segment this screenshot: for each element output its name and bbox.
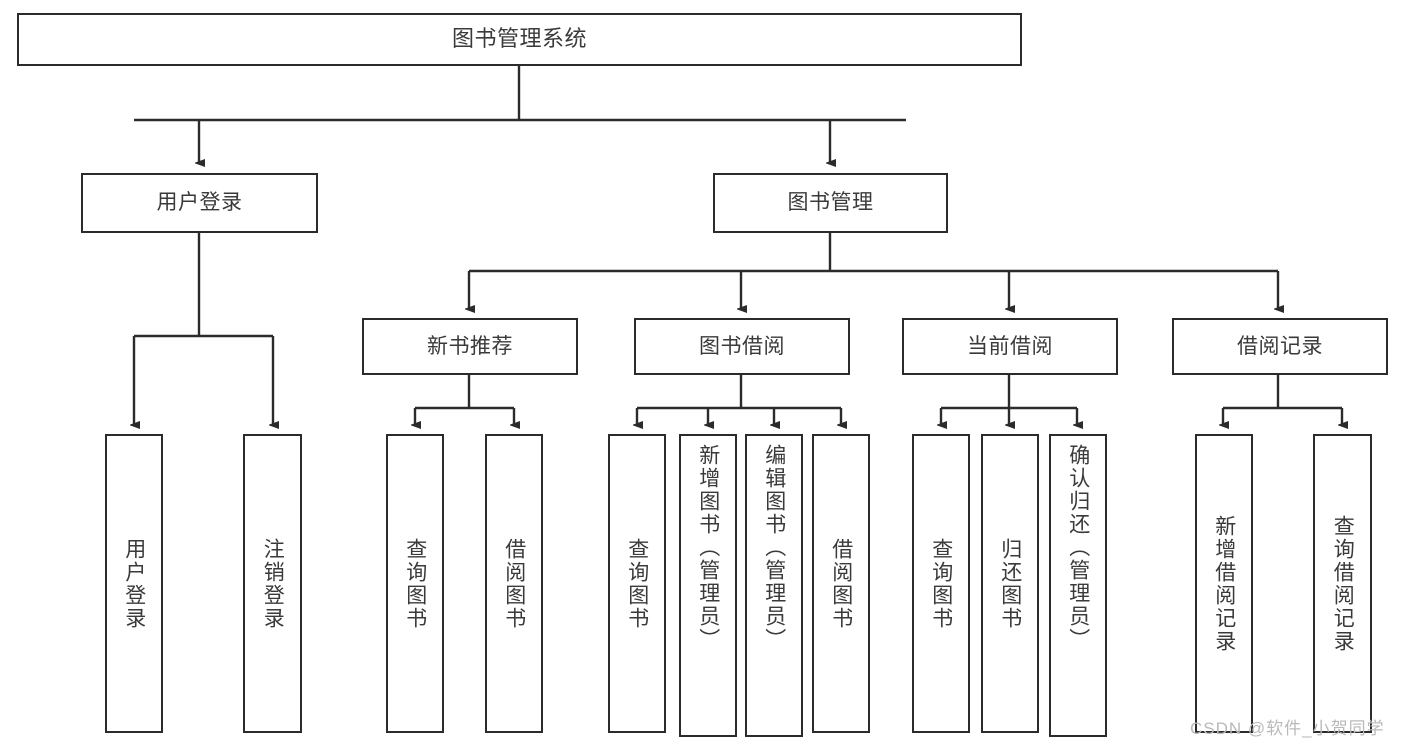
node-label: 图书借阅 [699, 334, 785, 358]
leaf-current-confirm-return-admin[interactable]: 确认归还（管理员） [1049, 434, 1107, 737]
node-label: 归还图书 [998, 537, 1022, 630]
node-label: 借阅记录 [1237, 334, 1323, 358]
node-borrow-record[interactable]: 借阅记录 [1172, 318, 1388, 375]
node-book-management[interactable]: 图书管理 [713, 173, 948, 233]
node-label: 借阅图书 [502, 537, 526, 630]
node-label: 查询图书 [403, 537, 427, 630]
node-label: 查询借阅记录 [1331, 514, 1355, 653]
leaf-borrow-borrow-book[interactable]: 借阅图书 [812, 434, 870, 733]
leaf-new-book-borrow-book[interactable]: 借阅图书 [485, 434, 543, 733]
leaf-current-return-book[interactable]: 归还图书 [981, 434, 1039, 733]
node-label: 用户登录 [122, 537, 146, 630]
node-label: 确认归还（管理员） [1066, 444, 1090, 651]
node-book-borrow[interactable]: 图书借阅 [634, 318, 850, 375]
leaf-record-add-record[interactable]: 新增借阅记录 [1195, 434, 1253, 733]
leaf-user-login-logout[interactable]: 注销登录 [243, 434, 302, 733]
node-label: 图书管理系统 [451, 26, 587, 52]
leaf-borrow-add-book-admin[interactable]: 新增图书（管理员） [679, 434, 737, 737]
node-label: 图书管理 [787, 191, 874, 215]
node-label: 注销登录 [261, 537, 285, 630]
leaf-user-login-login[interactable]: 用户登录 [105, 434, 163, 733]
node-label: 新增借阅记录 [1212, 514, 1236, 653]
leaf-borrow-query-book[interactable]: 查询图书 [608, 434, 666, 733]
leaf-borrow-edit-book-admin[interactable]: 编辑图书（管理员） [745, 434, 803, 737]
node-label: 查询图书 [625, 537, 649, 630]
leaf-new-book-query-book[interactable]: 查询图书 [386, 434, 444, 733]
node-label: 当前借阅 [967, 334, 1053, 358]
node-user-login[interactable]: 用户登录 [81, 173, 318, 233]
node-label: 用户登录 [156, 191, 243, 215]
node-label: 借阅图书 [829, 537, 853, 630]
node-label: 新增图书（管理员） [696, 444, 720, 651]
leaf-current-query-book[interactable]: 查询图书 [912, 434, 970, 733]
node-new-book-recommend[interactable]: 新书推荐 [362, 318, 578, 375]
node-current-borrow[interactable]: 当前借阅 [902, 318, 1118, 375]
node-label: 新书推荐 [427, 334, 513, 358]
leaf-record-query-record[interactable]: 查询借阅记录 [1313, 434, 1372, 733]
node-label: 查询图书 [929, 537, 953, 630]
node-label: 编辑图书（管理员） [762, 444, 786, 651]
node-root-book-management-system[interactable]: 图书管理系统 [17, 13, 1022, 66]
csdn-watermark: CSDN @软件_小贺同学 [1190, 719, 1385, 738]
